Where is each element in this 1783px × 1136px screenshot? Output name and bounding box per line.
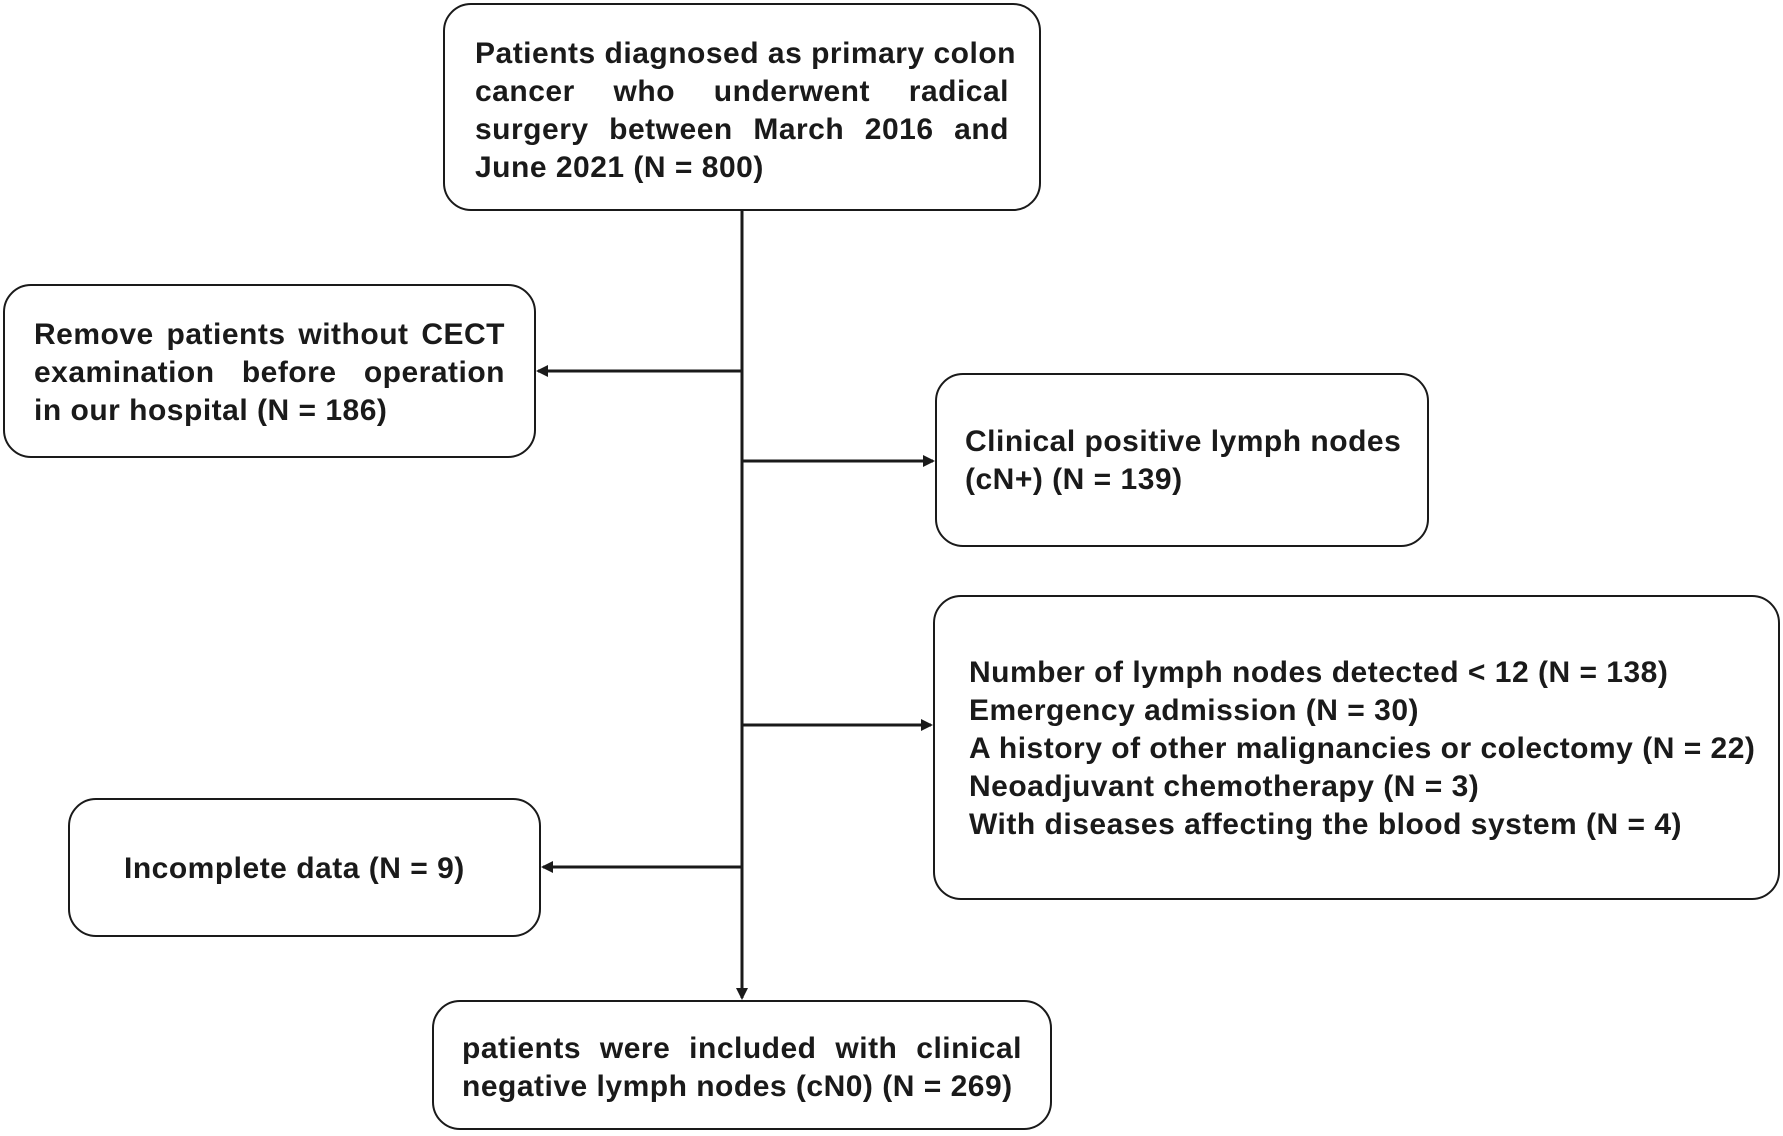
final-cohort-line: negative lymph nodes (cN0) (N = 269)	[462, 1070, 1013, 1103]
no-cect-line: Remove patients without CECT	[34, 318, 505, 351]
exclusion-criteria-line: Neoadjuvant chemotherapy (N = 3)	[969, 770, 1480, 803]
incomplete-data-exclusion-box: Incomplete data (N = 9)	[68, 798, 541, 937]
start-line: Patients diagnosed as primary colon	[475, 37, 1016, 70]
start-box: Patients diagnosed as primary colon canc…	[443, 3, 1041, 211]
exclusion-criteria-line: Number of lymph nodes detected < 12 (N =…	[969, 656, 1669, 689]
no-cect-exclusion-box: Remove patients without CECT examination…	[3, 284, 536, 458]
no-cect-line: examination before operation	[34, 356, 505, 389]
exclusion-criteria-line: Emergency admission (N = 30)	[969, 694, 1419, 727]
start-line: surgery between March 2016 and	[475, 113, 1009, 146]
no-cect-line: in our hospital (N = 186)	[34, 394, 388, 427]
final-cohort-line: patients were included with clinical	[462, 1032, 1022, 1065]
start-line: June 2021 (N = 800)	[475, 151, 764, 184]
exclusion-criteria-box: Number of lymph nodes detected < 12 (N =…	[933, 595, 1780, 900]
cn-positive-line: Clinical positive lymph nodes	[965, 425, 1402, 458]
exclusion-criteria-line: With diseases affecting the blood system…	[969, 808, 1683, 841]
cn-positive-exclusion-box: Clinical positive lymph nodes (cN+) (N =…	[935, 373, 1429, 547]
cn-positive-line: (cN+) (N = 139)	[965, 463, 1183, 496]
final-cohort-box: patients were included with clinical neg…	[432, 1000, 1052, 1130]
start-line: cancer who underwent radical	[475, 75, 1009, 108]
incomplete-data-line: Incomplete data (N = 9)	[124, 852, 465, 885]
exclusion-criteria-line: A history of other malignancies or colec…	[969, 732, 1756, 765]
